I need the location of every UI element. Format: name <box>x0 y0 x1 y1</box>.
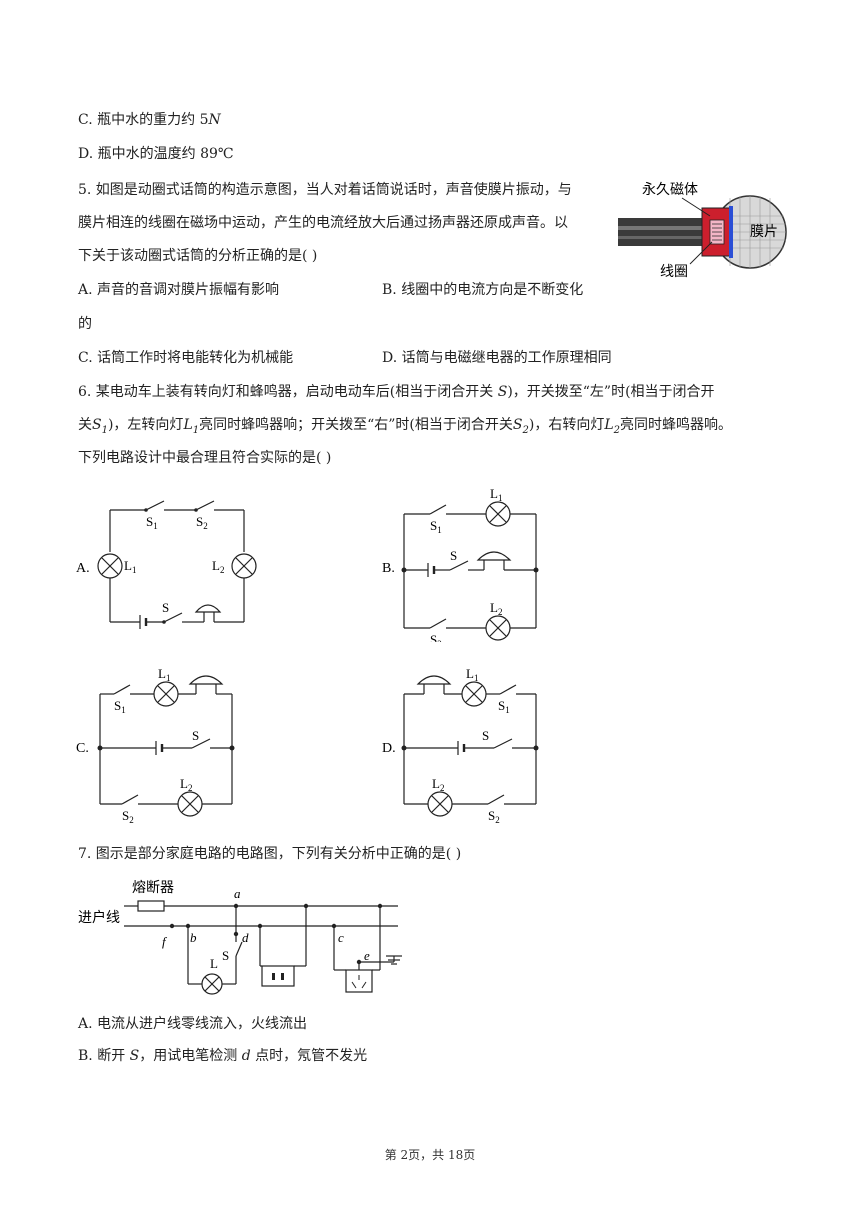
q5-stem-line3: 下关于该动圈式话筒的分析正确的是( ) <box>78 248 318 264</box>
q6-symbol-s2: S2 <box>512 417 529 436</box>
label-s1: S1 <box>498 698 510 715</box>
q5-option-b-continued: 的 <box>78 316 92 332</box>
label-s: S <box>482 728 489 743</box>
q4-option-d: D. 瓶中水的温度约 89℃ <box>78 146 234 162</box>
label-s: S <box>450 548 457 563</box>
q4-option-c-unit: N <box>208 112 221 128</box>
q5-option-a: A. 声音的音调对膜片振幅有影响 <box>78 282 280 298</box>
q6-symbol-l1: L1 <box>183 417 200 436</box>
q7-option-a: A. 电流从进户线零线流入，火线流出 <box>78 1016 308 1032</box>
label-l2: L2 <box>212 558 224 575</box>
label-switch: S <box>222 948 229 963</box>
q6-text: 亮同时蜂鸣器响。 <box>620 417 732 433</box>
label-s2: S2 <box>122 808 134 825</box>
q7-symbol-d: d <box>241 1048 251 1064</box>
q6-symbol-s: S <box>497 384 508 400</box>
q6-stem-line3: 下列电路设计中最合理且符合实际的是( ) <box>78 450 332 466</box>
q6-symbol-s1: S1 <box>92 417 108 436</box>
label-s: S <box>162 600 169 615</box>
label-s1: S1 <box>114 698 126 715</box>
label-s2: S2 <box>196 514 208 531</box>
point-c: c <box>338 930 344 945</box>
label-l1: L1 <box>466 666 478 683</box>
q7-stem: 7. 图示是部分家庭电路的电路图，下列有关分析中正确的是( ) <box>78 846 462 862</box>
label-l2: L2 <box>432 776 444 793</box>
label-entry-line: 进户线 <box>78 909 120 926</box>
q6-text: 亮同时蜂鸣器响；开关拨至“右”时(相当于闭合开关 <box>199 417 513 433</box>
label-s: S <box>192 728 199 743</box>
q4-option-c-text: C. 瓶中水的重力约 5 <box>78 112 209 128</box>
point-b: b <box>190 930 197 945</box>
option-d-label: D. <box>382 741 396 756</box>
point-d: d <box>242 930 249 945</box>
option-c-label: C. <box>76 741 89 756</box>
q4-option-c: C. 瓶中水的重力约 5N <box>78 110 221 130</box>
label-l1: L1 <box>490 486 502 503</box>
label-fuse: 熔断器 <box>132 880 174 896</box>
diaphragm <box>729 206 733 258</box>
q6-text: )，右转向灯 <box>528 417 605 433</box>
q5-stem-line2: 膜片相连的线圈在磁场中运动，产生的电流经放大后通过扬声器还原成声音。以 <box>78 215 568 231</box>
label-coil: 线圈 <box>660 264 688 280</box>
label-l2: L2 <box>180 776 192 793</box>
label-lamp: L <box>210 956 218 971</box>
circuit-a: A. S1 S2 L1 L2 S <box>76 500 257 629</box>
q6-symbol-l2: L2 <box>604 417 620 436</box>
option-a-label: A. <box>76 561 90 576</box>
circuit-b: B. S1 L1 S S2 L2 <box>382 486 539 642</box>
label-l1: L1 <box>124 558 136 575</box>
q7-symbol-s: S <box>129 1048 140 1064</box>
q5-option-b: B. 线圈中的电流方向是不断变化 <box>382 282 584 298</box>
q6-text: 关 <box>78 417 92 433</box>
label-s2: S2 <box>488 808 500 825</box>
page-footer: 第 2页，共 18页 <box>384 1148 476 1162</box>
point-f: f <box>162 934 168 949</box>
label-diaphragm: 膜片 <box>750 224 778 240</box>
circuit-c: C. S1 L1 S S2 L2 <box>76 666 235 825</box>
q7-text: ，用试电笔检测 <box>139 1048 242 1064</box>
circuit-d: D. S1 L1 S S2 L2 <box>382 666 539 825</box>
q5-option-c: C. 话筒工作时将电能转化为机械能 <box>78 350 294 366</box>
label-s1: S1 <box>430 518 442 535</box>
q5-option-d: D. 话筒与电磁继电器的工作原理相同 <box>382 350 612 366</box>
q6-text: )，开关拨至“左”时(相当于闭合开 <box>507 384 715 400</box>
q6-text: )，左转向灯 <box>107 417 184 433</box>
point-e: e <box>364 948 370 963</box>
point-a: a <box>234 886 241 901</box>
q7-option-b: B. 断开 S，用试电笔检测 d 点时，氖管不发光 <box>78 1046 367 1066</box>
label-l2: L2 <box>490 600 502 617</box>
q5-stem-line1: 5. 如图是动圈式话筒的构造示意图，当人对着话筒说话时，声音使膜片振动，与 <box>78 182 572 198</box>
label-s2: S2 <box>430 632 442 642</box>
label-s1: S1 <box>146 514 158 531</box>
label-magnet: 永久磁体 <box>642 182 698 198</box>
q7-text: 点时，氖管不发光 <box>250 1048 368 1064</box>
mic-handle <box>618 218 708 246</box>
household-circuit-figure: 熔断器 进户线 a b c d e f L S <box>78 880 402 995</box>
label-l1: L1 <box>158 666 170 683</box>
microphone-figure: 永久磁体 膜片 线圈 <box>618 182 787 280</box>
q6-stem-line1: 6. 某电动车上装有转向灯和蜂鸣器，启动电动车后(相当于闭合开关 S)，开关拨至… <box>78 382 715 402</box>
q6-text: 6. 某电动车上装有转向灯和蜂鸣器，启动电动车后(相当于闭合开关 <box>78 384 498 400</box>
q6-stem-line2: 关S1)，左转向灯L1亮同时蜂鸣器响；开关拨至“右”时(相当于闭合开关S2)，右… <box>78 415 732 441</box>
option-b-label: B. <box>382 561 395 576</box>
q7-text: B. 断开 <box>78 1048 130 1064</box>
